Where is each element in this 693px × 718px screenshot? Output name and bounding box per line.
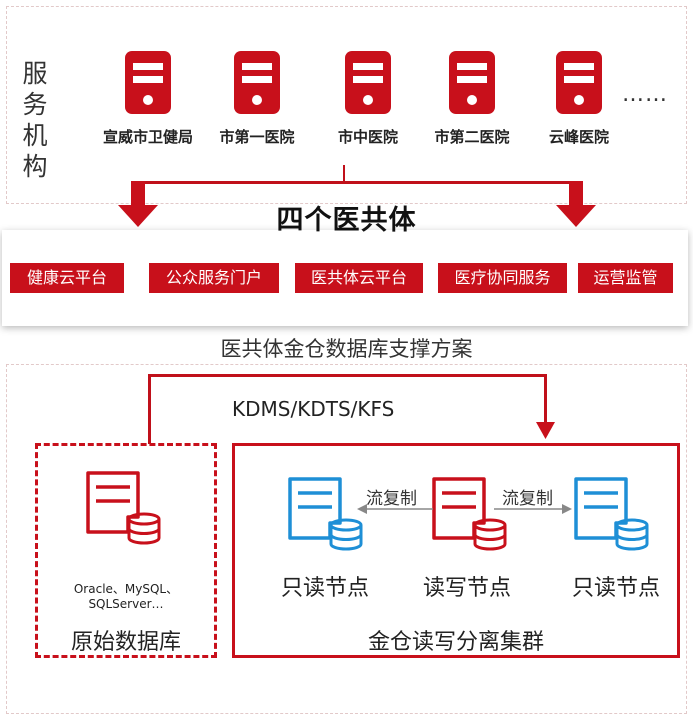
server-icon [345,51,391,114]
sync-line [148,374,547,377]
org-yunfeng-hospital: 云峰医院 [527,48,631,147]
server-icon [234,51,280,114]
server-icon [556,51,602,114]
database-server-icon [288,477,363,551]
service-organizations-label: 服务机构 [22,59,48,181]
sync-tools-label: KDMS/KDTS/KFS [232,397,395,421]
cluster-label: 金仓读写分离集群 [367,630,544,655]
arrowhead-down-icon [536,422,555,439]
connector-line [343,165,345,183]
org-name: 市中医院 [337,128,398,146]
org-name: 云峰医院 [548,128,609,146]
replication-label: 流复制 [366,489,417,509]
platform-alliance-cloud: 医共体云平台 [295,263,423,293]
platform-medical-collaboration: 医疗协同服务 [438,263,567,293]
platform-health-cloud: 健康云平台 [10,263,124,293]
kingbase-cluster-box [232,443,680,658]
org-name: 市第二医院 [434,128,510,146]
source-database-label: 原始数据库 [70,630,181,655]
server-icon [125,51,171,114]
org-first-hospital: 市第一医院 [205,48,309,147]
server-icon [449,51,495,114]
sync-line [544,374,547,424]
platform-operations-supervision: 运营监管 [578,263,673,293]
more-organizations-ellipsis: …… [622,82,668,107]
replication-arrow-left-icon [357,504,433,514]
connector-line [136,181,577,184]
replication-arrow-right-icon [494,504,572,514]
alliance-title: 四个医共体 [276,205,417,236]
org-tcm-hospital: 市中医院 [316,48,420,147]
org-name: 宣威市卫健局 [102,128,193,146]
replication-label: 流复制 [502,489,553,509]
database-server-icon [574,477,649,551]
source-database-engines: Oracle、MySQL、SQLServer… [73,582,179,611]
node-label-read-only: 只读节点 [571,576,660,601]
source-database-box [35,443,217,658]
sync-line [148,374,151,444]
platform-public-portal: 公众服务门户 [149,263,279,293]
database-server-icon [86,471,161,545]
solution-title: 医共体金仓数据库支撑方案 [220,337,473,361]
org-name: 市第一医院 [219,128,295,146]
node-label-read-write: 读写节点 [422,576,511,601]
down-arrow-icon [556,181,596,227]
down-arrow-icon [118,181,158,227]
org-weijianju: 宣威市卫健局 [96,48,200,147]
node-label-read-only: 只读节点 [280,576,369,601]
database-solution-panel [6,364,687,714]
database-server-icon [432,477,507,551]
org-second-hospital: 市第二医院 [420,48,524,147]
